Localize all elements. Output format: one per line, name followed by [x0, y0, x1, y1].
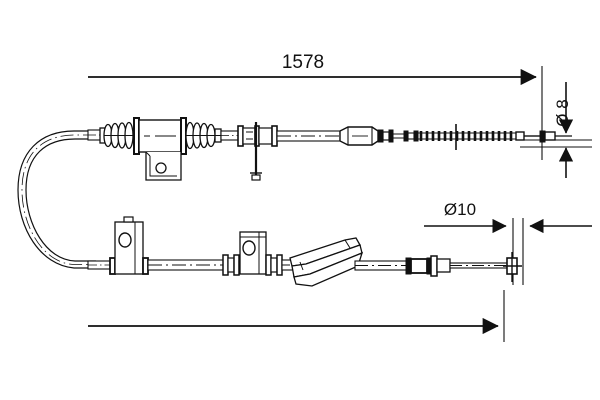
clamp-collar [237, 122, 278, 181]
rod-lower [449, 262, 509, 269]
conduit-lower-right [354, 260, 408, 271]
threaded-spring-section [418, 124, 525, 150]
bellows-boot-right [185, 121, 222, 150]
conduit-lower-mid [147, 259, 225, 271]
bracket-tab-mid [238, 231, 267, 275]
bracket-tab-left [109, 216, 149, 275]
collar-pair-left [222, 254, 240, 276]
conduit-upper-mid [220, 130, 240, 141]
collar-pair-right [265, 254, 283, 276]
ferrule-sleeve [339, 126, 379, 146]
barrel-ferrule [405, 255, 451, 277]
lower-cable-assembly [87, 216, 522, 287]
conduit-upper-right [276, 130, 341, 142]
sheet-metal-guide [289, 237, 364, 287]
dimension-overall-length [88, 66, 543, 160]
housing-body [133, 117, 187, 155]
cable-u-bend [17, 130, 96, 269]
coupler-blocks [377, 129, 419, 143]
dimension-lower-length [88, 290, 505, 342]
bellows-boot-left [99, 121, 134, 150]
conduit-lower-left [87, 260, 111, 270]
dimension-label-overall-length: 1578 [282, 52, 324, 73]
mounting-bracket-hole [145, 151, 182, 181]
end-fitting-upper [524, 130, 572, 143]
dimension-label-diameter-10: Ø10 [444, 200, 476, 219]
upper-cable-assembly [17, 117, 572, 269]
terminal-end [503, 252, 522, 282]
dimension-label-diameter-8: Ø 8 [553, 99, 572, 126]
dimension-diameter-8 [520, 82, 592, 178]
dimension-diameter-10 [424, 218, 592, 285]
